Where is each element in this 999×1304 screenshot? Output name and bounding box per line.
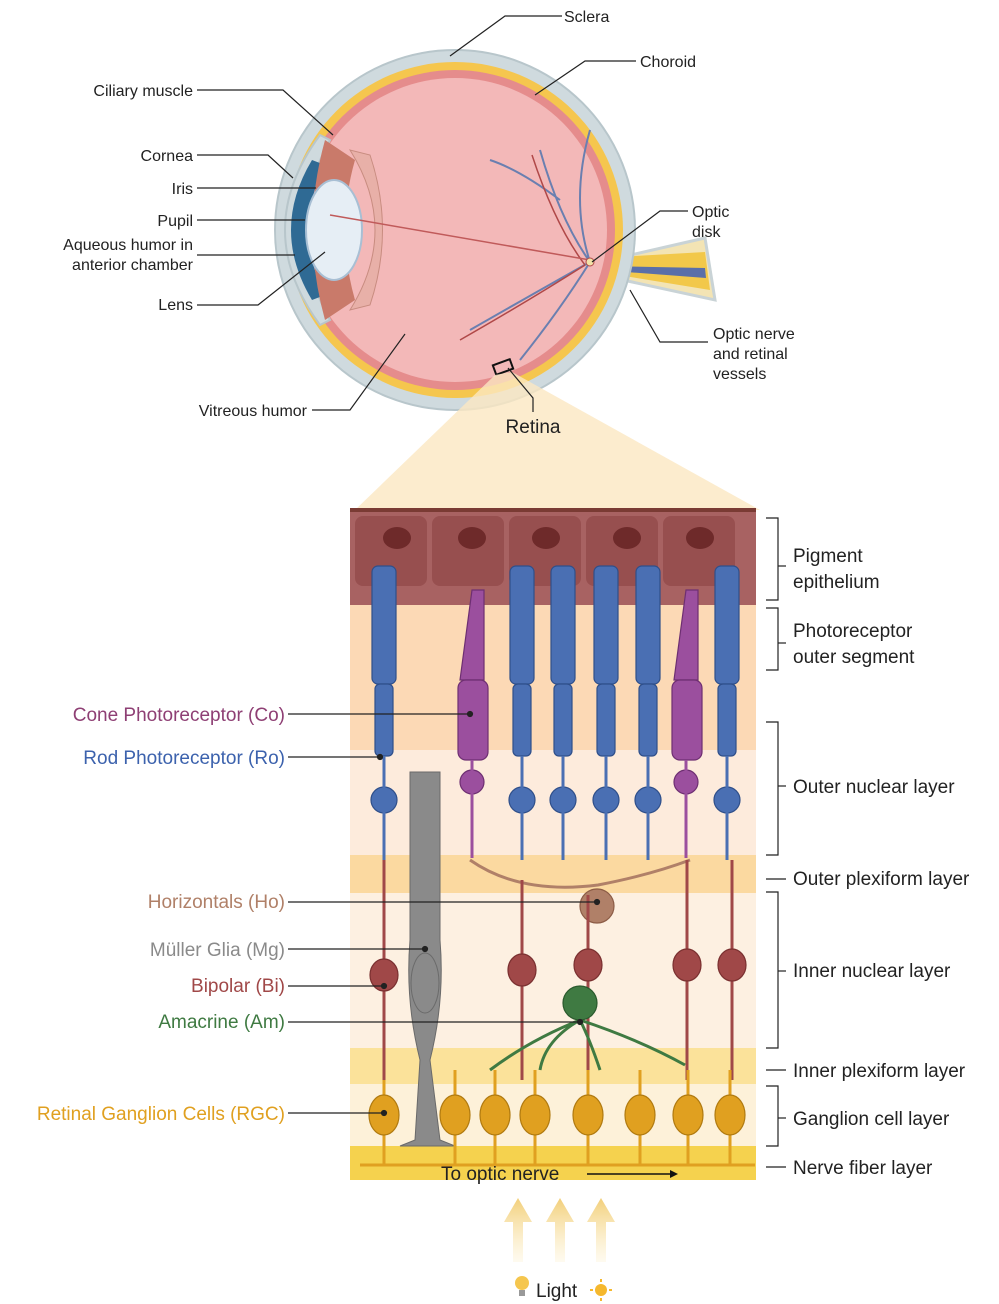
light-arrows: [504, 1198, 615, 1262]
layer-pigment-line2: epithelium: [793, 572, 880, 593]
label-optic-nerve-line2: and retinal: [713, 346, 788, 363]
label-cornea: Cornea: [141, 148, 194, 165]
layer-inner-nuclear: Inner nuclear layer: [793, 961, 951, 982]
label-muller: Müller Glia (Mg): [150, 940, 285, 961]
label-pupil: Pupil: [157, 213, 193, 230]
label-optic-nerve-line3: vessels: [713, 366, 766, 383]
label-optic-disk-line2: disk: [692, 224, 721, 241]
label-amacrine: Amacrine (Am): [158, 1012, 285, 1033]
label-horizontal: Horizontals (Ho): [148, 892, 285, 913]
label-choroid: Choroid: [640, 54, 696, 71]
label-optic-nerve-line1: Optic nerve: [713, 326, 795, 343]
layer-inner-plexiform: Inner plexiform layer: [793, 1061, 966, 1082]
label-ganglion: Retinal Ganglion Cells (RGC): [37, 1104, 285, 1125]
layer-brackets: [766, 518, 786, 1167]
layer-outer-nuclear: Outer nuclear layer: [793, 777, 955, 798]
label-vitreous: Vitreous humor: [199, 403, 308, 420]
sun-icon: [590, 1279, 612, 1301]
label-aqueous-line2: anterior chamber: [72, 257, 194, 274]
label-optic-disk-line1: Optic: [692, 204, 729, 221]
label-retina: Retina: [506, 417, 561, 438]
label-ciliary-muscle: Ciliary muscle: [93, 83, 193, 100]
label-cone: Cone Photoreceptor (Co): [73, 705, 285, 726]
eyeball: [275, 50, 715, 410]
label-aqueous-line1: Aqueous humor in: [63, 237, 193, 254]
layer-photo-outer-line2: outer segment: [793, 647, 915, 668]
label-lens: Lens: [158, 297, 193, 314]
layer-pigment-line1: Pigment: [793, 546, 863, 567]
to-optic-nerve-label: To optic nerve: [441, 1164, 559, 1185]
label-sclera: Sclera: [564, 9, 609, 26]
pigment-epithelium-cells: [355, 516, 735, 586]
label-iris: Iris: [172, 181, 193, 198]
layer-photo-outer-line1: Photoreceptor: [793, 621, 913, 642]
label-bipolar: Bipolar (Bi): [191, 976, 285, 997]
layer-ganglion: Ganglion cell layer: [793, 1109, 950, 1130]
lightbulb-icon: [515, 1276, 529, 1296]
layer-outer-plexiform: Outer plexiform layer: [793, 869, 970, 890]
layer-nerve-fiber: Nerve fiber layer: [793, 1158, 933, 1179]
label-rod: Rod Photoreceptor (Ro): [83, 748, 285, 769]
light-label: Light: [536, 1281, 578, 1302]
